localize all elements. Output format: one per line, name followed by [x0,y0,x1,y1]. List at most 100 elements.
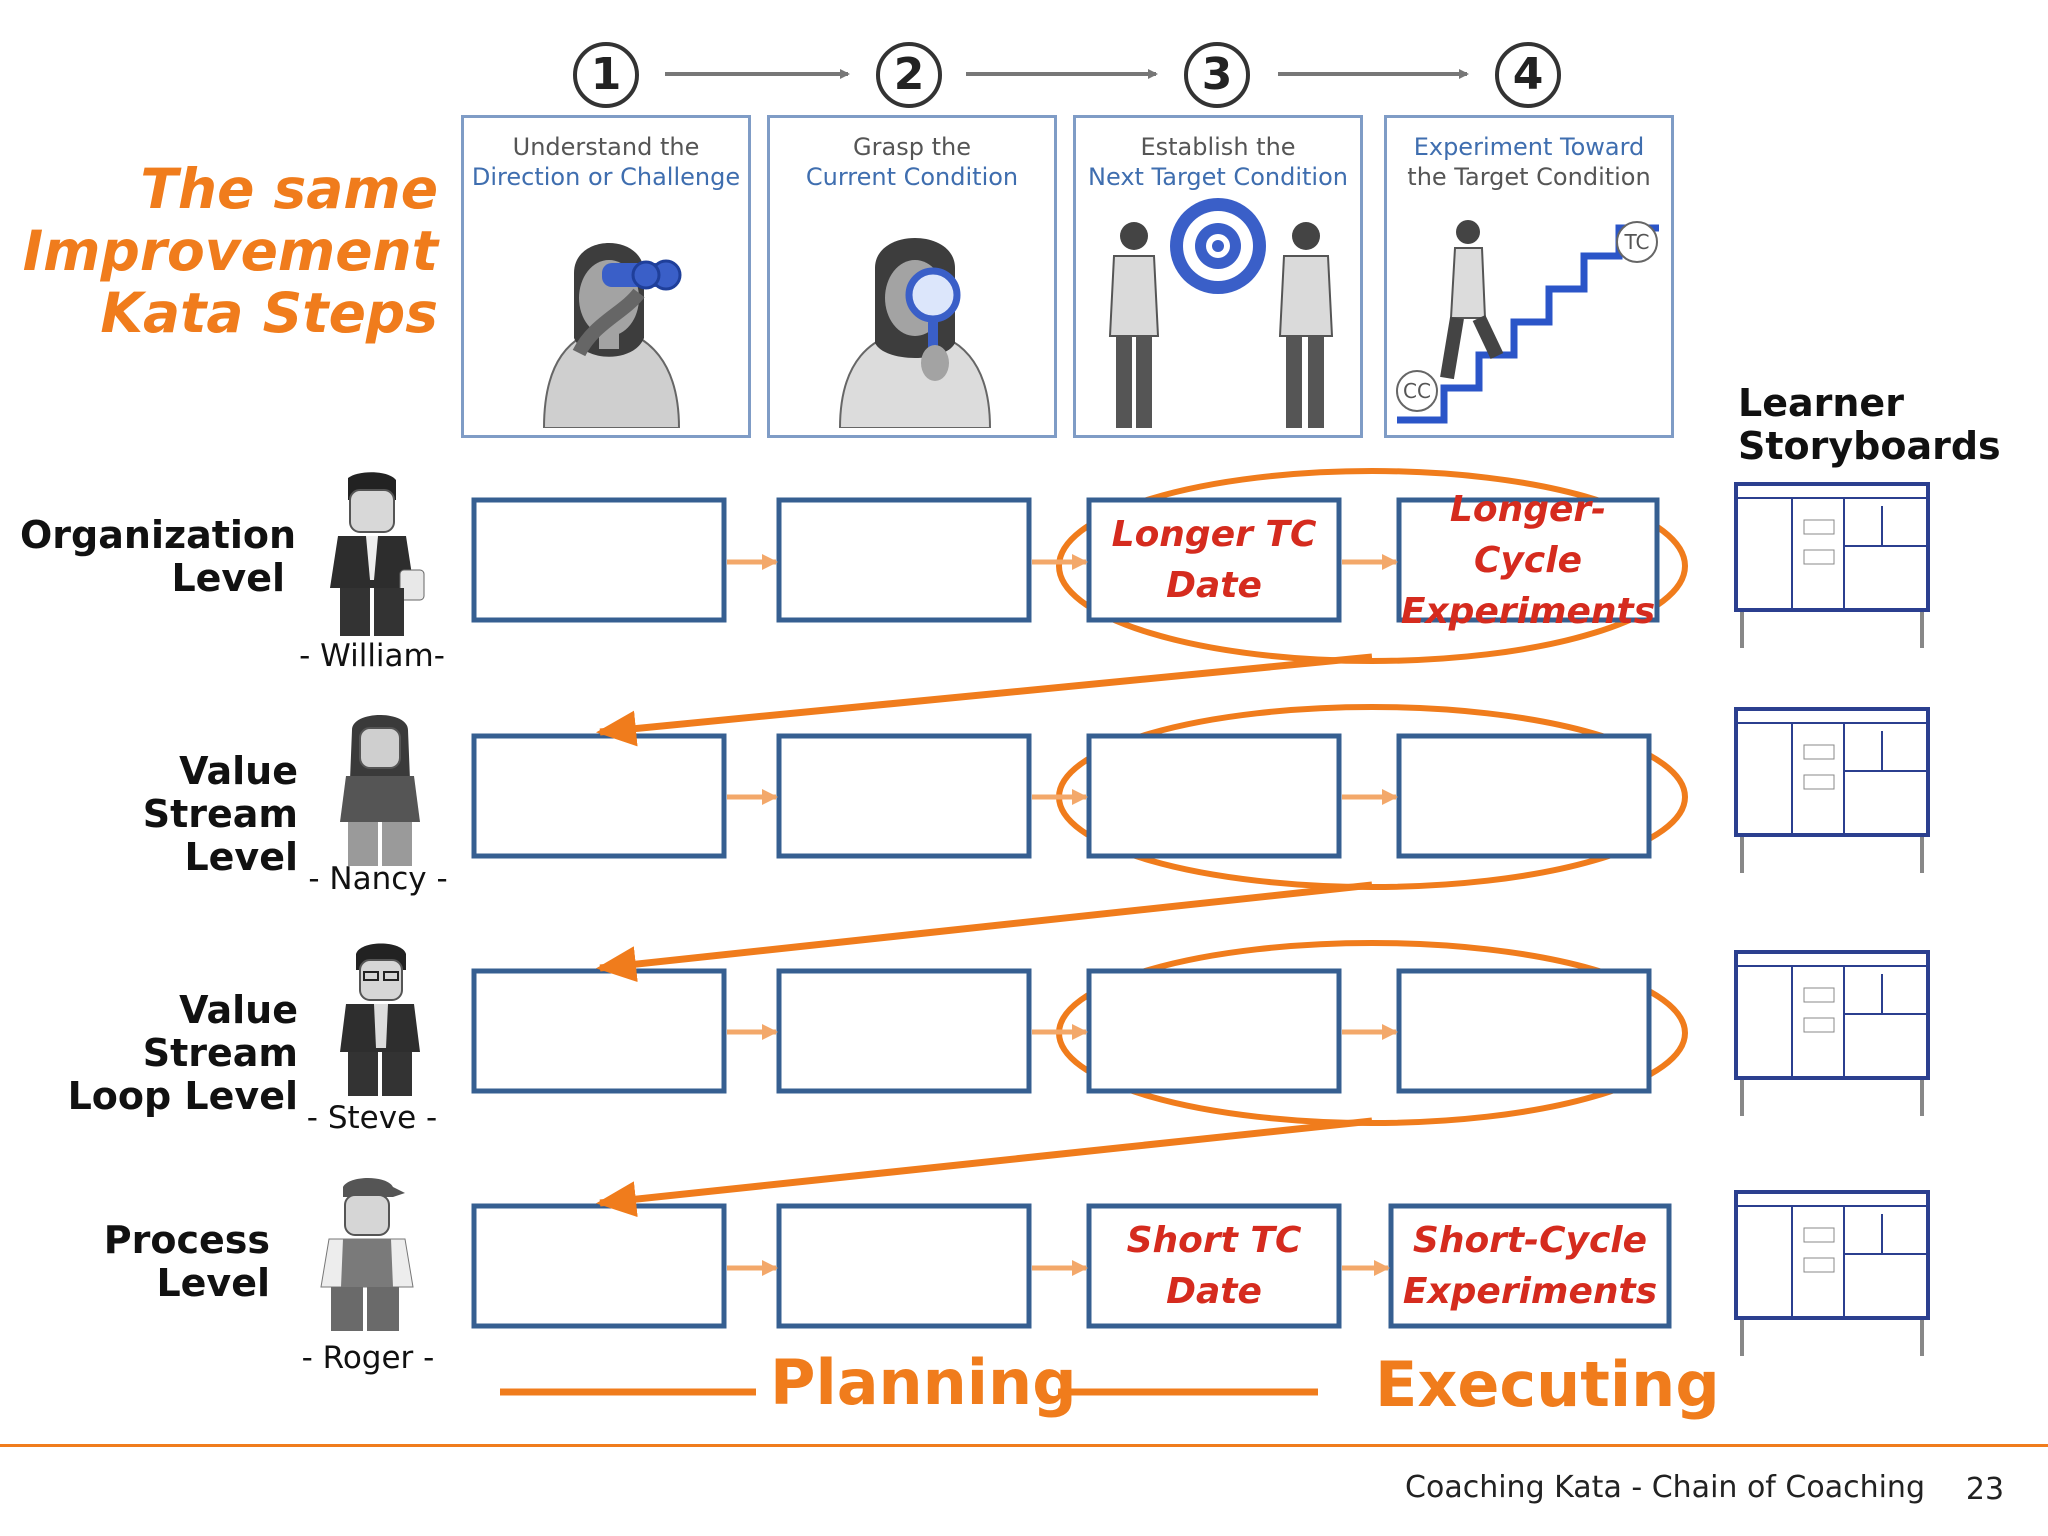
learner-storyboards-label: Learner Storyboards [1738,382,2001,468]
level-1-line-2: Level [171,556,285,600]
step-2-line-1: Grasp the [853,133,971,161]
footer-divider [0,1444,2048,1447]
flow-box-4-2 [776,1203,1032,1329]
lego-figure-icon [340,715,420,866]
level-1-line-1: Organization [20,513,297,557]
step-4-line-1: Experiment Toward [1413,133,1645,161]
step-panel-4: Experiment Toward the Target Condition T… [1384,115,1674,438]
flow-box-4-4 [1388,1203,1672,1329]
flow-box-4-3 [1086,1203,1342,1329]
level-label-value-stream: Value Stream Level [20,750,298,879]
step-panel-3: Establish the Next Target Condition [1073,115,1363,438]
storyboard-icon [1734,1190,1930,1356]
step-3-line-1: Establish the [1140,133,1296,161]
step-caption-4: Experiment Toward the Target Condition [1387,132,1671,192]
experiments-line-2: Experiments [1400,590,1656,632]
storyboard-icon [1734,482,1930,648]
flow-box-3-2 [776,968,1032,1094]
step-number-2: 2 [876,42,942,108]
step-1-line-2: Direction or Challenge [471,163,741,191]
level-2-line-2: Level [184,835,298,879]
step-2-line-2: Current Condition [805,163,1019,191]
short-tc-line-1: Short TC [1126,1220,1302,1261]
person-name-nancy: - Nancy - [308,861,448,897]
learner-line-2: Storyboards [1738,424,2001,468]
flow-box-2-3 [1086,733,1342,859]
storyboard-icon [1734,950,1930,1116]
step-panel-2: Grasp the Current Condition [767,115,1057,438]
step-caption-3: Establish the Next Target Condition [1076,132,1360,192]
step-3-line-2: Next Target Condition [1088,163,1348,191]
level-2-line-1: Value Stream [142,749,298,836]
step-number-3: 3 [1184,42,1250,108]
target-icon [1108,198,1334,428]
row-organization [471,468,1688,664]
flow-box-4-1 [471,1203,727,1329]
flow-box-1-4 [1396,497,1660,623]
level-label-value-stream-loop: Value Stream Loop Level [20,989,298,1118]
row-value-stream-loop [471,940,1688,1126]
short-tc-line-2: Date [1166,1271,1262,1312]
title-line-1: The same [140,157,438,221]
binoculars-icon [542,243,682,428]
level-4-line-2: Level [156,1261,270,1305]
flow-box-1-2 [776,497,1032,623]
storyboard-icon [1734,707,1930,873]
lego-figure-icon [320,1178,414,1331]
flow-box-1-3 [1086,497,1342,623]
row-4-box-3-text: Short TC Date [1091,1208,1337,1324]
step-arrows [665,69,1469,79]
lego-figure-icon [330,472,425,636]
flow-box-2-2 [776,733,1032,859]
planning-label: Planning [770,1346,1077,1419]
slide-title: The same Improvement Kata Steps [20,158,438,344]
chain-arrow-1-2 [596,653,1373,747]
level-4-line-1: Process [103,1218,270,1262]
chain-arrow-3-4 [596,1117,1373,1218]
level-label-process: Process Level [20,1219,270,1305]
person-name-roger: - Roger - [301,1340,435,1376]
executing-ellipse-1 [1056,468,1688,664]
title-line-2: Improvement [22,219,438,283]
step-4-line-2: the Target Condition [1407,163,1651,191]
footer-text: Coaching Kata - Chain of Coaching [1405,1470,1925,1505]
tc-badge: TC [1616,221,1658,263]
cc-badge: CC [1396,370,1438,412]
flow-box-2-1 [471,733,727,859]
row-process [471,1203,1672,1329]
staircase-icon [1397,220,1659,424]
short-cycle-line-1: Short-Cycle [1412,1220,1648,1261]
page-number: 23 [1965,1472,2005,1507]
row-value-stream [471,704,1688,890]
flow-box-3-4 [1396,968,1652,1094]
chain-arrow-2-3 [596,881,1373,983]
magnifier-icon [838,238,992,428]
step-caption-2: Grasp the Current Condition [770,132,1054,192]
step-panel-1: Understand the Direction or Challenge [461,115,751,438]
tc-date-line-2: Date [1166,565,1262,606]
executing-label: Executing [1375,1348,1720,1421]
short-cycle-line-2: Experiments [1402,1271,1658,1312]
title-line-3: Kata Steps [100,281,438,345]
lego-figure-icon [340,943,420,1096]
flow-box-3-3 [1086,968,1342,1094]
step-1-line-1: Understand the [512,133,700,161]
level-label-organization: Organization Level [20,513,297,600]
flow-box-1-1 [471,497,727,623]
tc-date-line-1: Longer TC [1111,514,1317,555]
level-3-line-2: Loop Level [67,1074,298,1118]
person-name-william: - William- [299,638,445,674]
flow-box-3-1 [471,968,727,1094]
row-1-box-3-text: Longer TC Date [1091,502,1337,618]
step-number-4: 4 [1495,42,1561,108]
learner-line-1: Learner [1738,381,1904,425]
flow-box-2-4 [1396,733,1652,859]
level-3-line-1: Value Stream [142,988,298,1075]
step-caption-1: Understand the Direction or Challenge [464,132,748,192]
experiments-line-1: Longer-Cycle [1449,488,1607,581]
step-number-1: 1 [573,42,639,108]
person-name-steve: - Steve - [306,1100,438,1136]
